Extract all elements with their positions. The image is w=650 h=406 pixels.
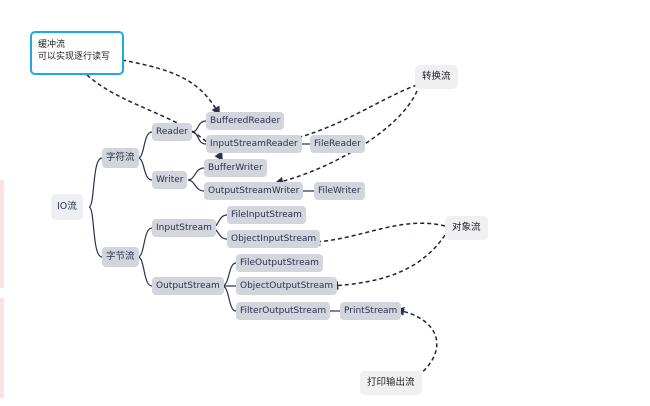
dash-note-buffered [121,59,220,116]
node-object-input-stream[interactable]: ObjectInputStream [227,230,321,248]
left-edge-highlight-bottom [0,298,4,398]
dash-convert-isr [274,84,418,146]
link-byte-output [137,256,153,287]
node-writer[interactable]: Writer [152,171,188,189]
link-byte-input [137,227,153,258]
link-char-reader [137,131,153,159]
link-output-filter [221,285,237,312]
dash-object-oos [329,234,446,291]
link-writer-bufferwriter [187,167,205,181]
node-output-stream[interactable]: OutputStream [152,277,224,295]
node-print-stream[interactable]: PrintStream [340,302,402,320]
link-io-char [88,157,103,208]
node-char-stream[interactable]: 字符流 [102,148,139,168]
link-writer-osw [187,179,205,192]
callout-convert-stream[interactable]: 转换流 [415,65,458,89]
node-file-reader[interactable]: FileReader [310,135,365,153]
buffer-stream-note[interactable]: 缓冲流 可以实现逐行读写 [30,31,124,75]
node-file-output-stream[interactable]: FileOutputStream [236,254,323,272]
dash-print-ps [395,306,438,377]
node-file-input-stream[interactable]: FileInputStream [227,206,306,224]
node-object-output-stream[interactable]: ObjectOutputStream [236,277,338,295]
callout-object-stream[interactable]: 对象流 [445,216,488,240]
link-char-writer [137,157,153,181]
dash-note-bufferwriter [81,69,223,162]
node-input-stream-reader[interactable]: InputStreamReader [206,135,302,153]
node-buffered-reader[interactable]: BufferedReader [206,112,285,130]
link-reader-buffered [191,120,207,133]
link-output-fos [221,262,237,287]
node-reader[interactable]: Reader [152,123,192,141]
note-line-2: 可以实现逐行读写 [38,52,111,62]
node-input-stream[interactable]: InputStream [152,219,216,237]
node-filter-output-stream[interactable]: FilterOutputStream [236,302,331,320]
left-edge-highlight-top [0,180,4,288]
link-io-byte [88,206,103,258]
node-output-stream-writer[interactable]: OutputStreamWriter [204,182,304,200]
node-buffer-writer[interactable]: BufferWriter [204,159,267,177]
callout-print-stream[interactable]: 打印输出流 [360,371,422,395]
node-io[interactable]: IO流 [51,194,83,220]
link-reader-isr [191,131,207,145]
node-byte-stream[interactable]: 字节流 [102,247,139,267]
node-file-writer[interactable]: FileWriter [314,182,365,200]
note-line-1: 缓冲流 [38,40,66,50]
dash-object-ois [311,222,446,247]
